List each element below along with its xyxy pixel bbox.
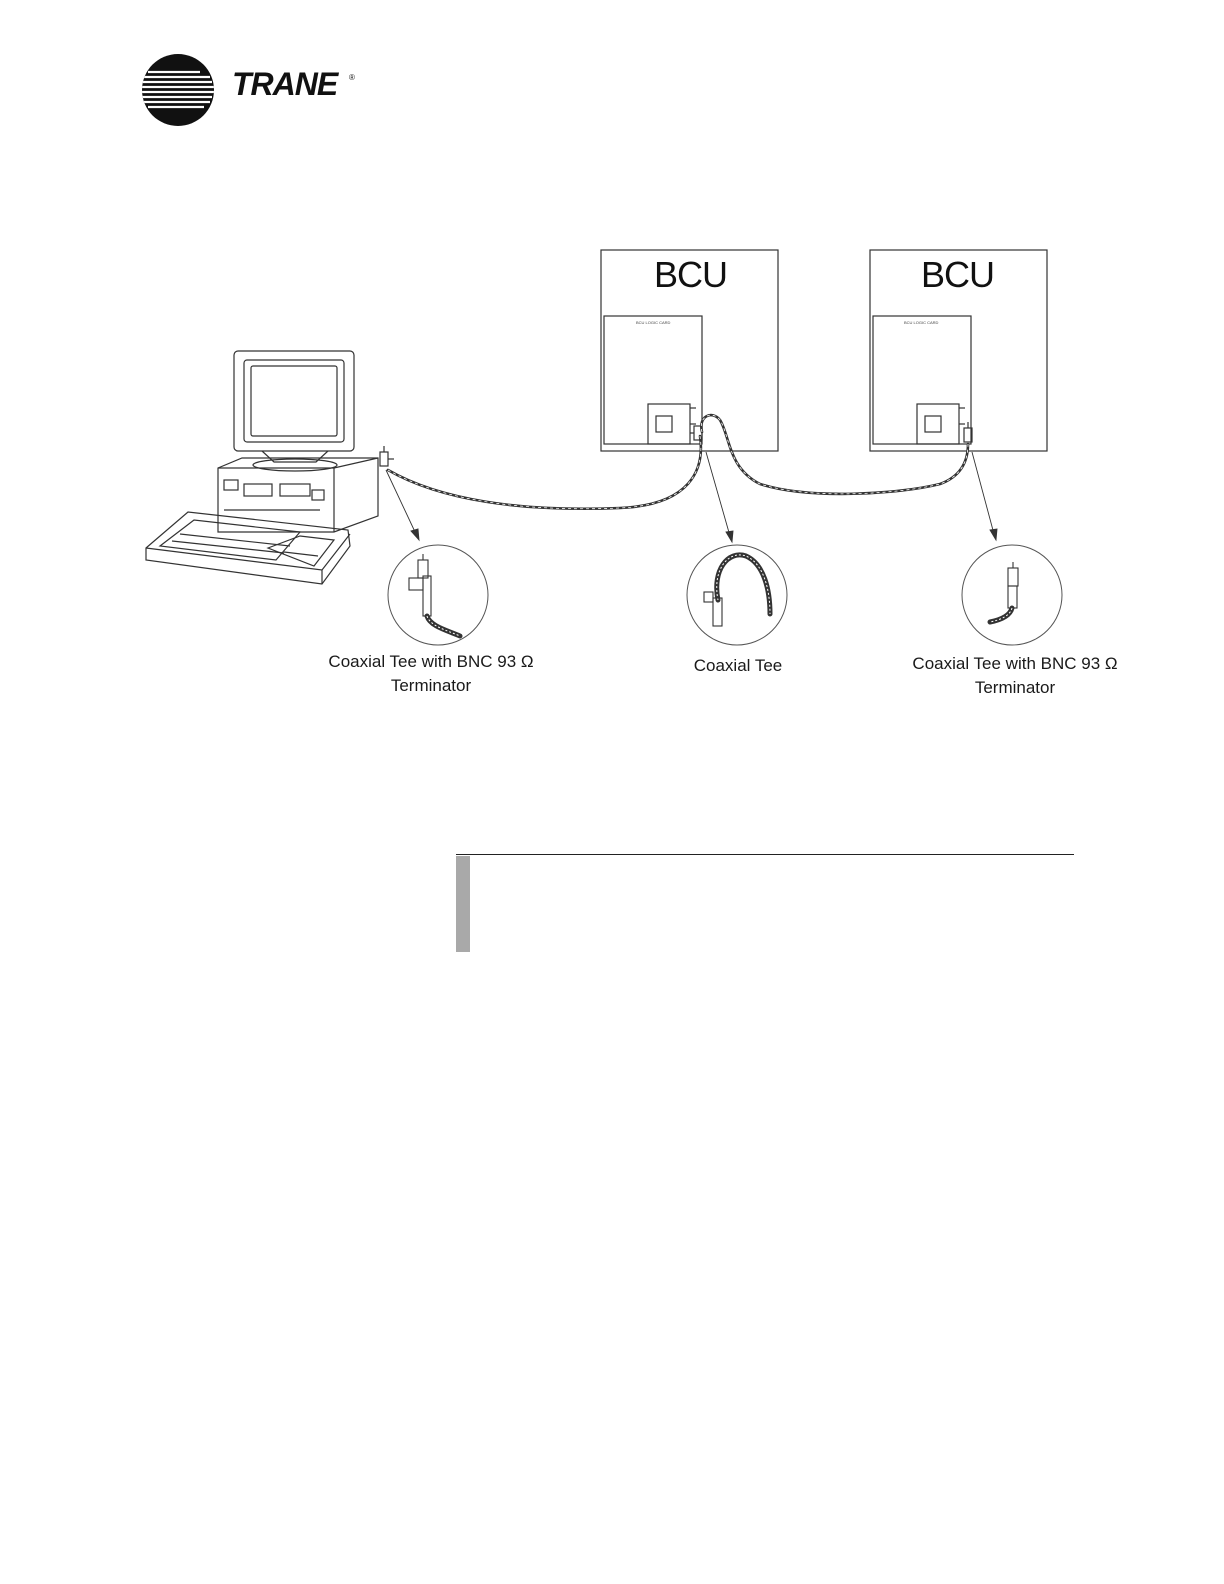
callout-tee-terminator-2: Coaxial Tee with BNC 93 Ω Terminator — [884, 652, 1146, 700]
coaxial-cable — [388, 415, 968, 509]
bcu-card-label-2: BCU LOGIC CARD — [904, 320, 938, 325]
detail-circle-tee-terminator-1 — [388, 545, 488, 645]
network-diagram — [0, 0, 1224, 760]
bcu-card-label-1: BCU LOGIC CARD — [636, 320, 670, 325]
callout-line: Coaxial Tee — [660, 654, 816, 678]
bcu-title-1: BCU — [654, 254, 727, 296]
callout-line: Coaxial Tee with BNC 93 Ω — [884, 652, 1146, 676]
bcu-title-2: BCU — [921, 254, 994, 296]
detail-circle-tee-terminator-2 — [962, 545, 1062, 645]
computer-icon — [146, 351, 378, 584]
callout-line: Coaxial Tee with BNC 93 Ω — [300, 650, 562, 674]
coaxial-tee-icon — [704, 555, 770, 626]
tee-terminator-icon — [409, 554, 431, 616]
leader-arrows — [386, 452, 997, 542]
bnc-connector-pc — [380, 446, 394, 466]
note-bar — [456, 856, 470, 952]
callout-coaxial-tee: Coaxial Tee — [660, 654, 816, 678]
note-rule — [456, 854, 1074, 855]
callout-tee-terminator-1: Coaxial Tee with BNC 93 Ω Terminator — [300, 650, 562, 698]
callout-line: Terminator — [884, 676, 1146, 700]
detail-circle-tee — [687, 545, 787, 645]
callout-line: Terminator — [300, 674, 562, 698]
tee-terminator-icon-2 — [1008, 562, 1018, 608]
